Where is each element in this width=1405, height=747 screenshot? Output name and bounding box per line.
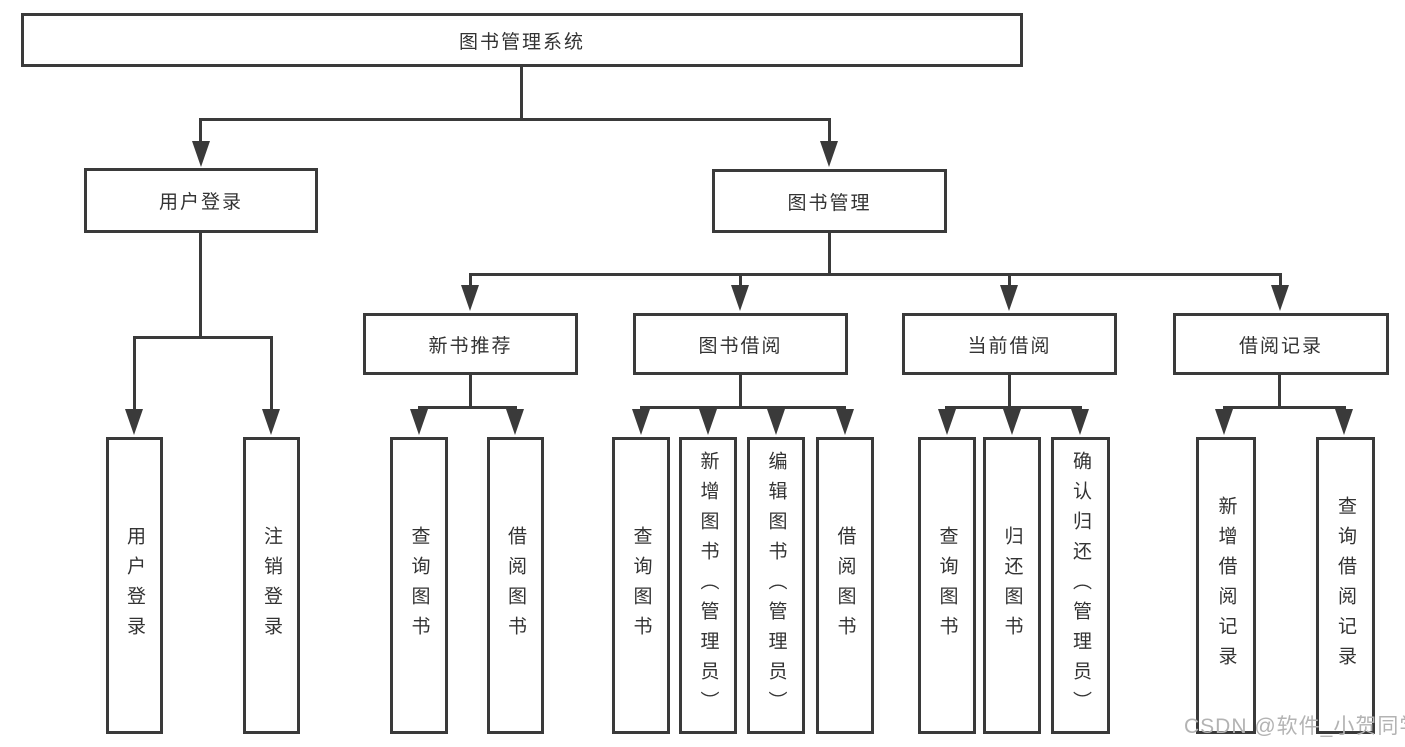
- arrow-down-icon: [1000, 285, 1018, 311]
- arrow-down-icon: [731, 285, 749, 311]
- leaf-borrow-books-recommend: 借阅图书: [487, 437, 544, 734]
- connector-line: [640, 406, 846, 409]
- leaf-logout-label: 注销登录: [261, 525, 282, 646]
- leaf-query-borrow-record: 查询借阅记录: [1316, 437, 1375, 734]
- arrow-down-icon: [1271, 285, 1289, 311]
- arrow-down-icon: [767, 409, 785, 435]
- connector-line: [199, 233, 202, 336]
- leaf-return-books: 归还图书: [983, 437, 1041, 734]
- node-current-borrowing-label: 当前借阅: [967, 335, 1052, 357]
- node-book-management-label: 图书管理: [787, 192, 872, 214]
- leaf-borrow-books: 借阅图书: [816, 437, 874, 734]
- leaf-confirm-return-admin: 确认归还（管理员）: [1051, 437, 1110, 734]
- leaf-logout: 注销登录: [243, 437, 300, 734]
- connector-line: [470, 273, 1282, 276]
- node-new-book-recommend: 新书推荐: [363, 313, 578, 375]
- leaf-add-borrow-record-label: 新增借阅记录: [1215, 495, 1237, 676]
- connector-line: [133, 336, 136, 411]
- connector-line: [199, 118, 202, 143]
- connector-line: [1008, 273, 1011, 287]
- arrow-down-icon: [1215, 409, 1233, 435]
- arrow-down-icon: [1335, 409, 1353, 435]
- leaf-edit-books-admin: 编辑图书（管理员）: [747, 437, 805, 734]
- arrow-down-icon: [192, 141, 210, 167]
- arrow-down-icon: [938, 409, 956, 435]
- node-new-book-recommend-label: 新书推荐: [428, 335, 513, 357]
- leaf-confirm-return-admin-label: 确认归还（管理员）: [1070, 450, 1091, 721]
- connector-line: [828, 118, 831, 143]
- node-book-borrowing-label: 图书借阅: [698, 335, 783, 357]
- leaf-query-borrow-record-label: 查询借阅记录: [1335, 495, 1356, 676]
- node-borrowing-records: 借阅记录: [1173, 313, 1389, 375]
- arrow-down-icon: [1003, 409, 1021, 435]
- connector-line: [1278, 375, 1281, 408]
- connector-line: [739, 375, 742, 408]
- arrow-down-icon: [820, 141, 838, 167]
- connector-line: [270, 336, 273, 411]
- arrow-down-icon: [461, 285, 479, 311]
- connector-line: [1279, 273, 1282, 287]
- connector-line: [520, 67, 523, 118]
- leaf-query-books-recommend: 查询图书: [390, 437, 448, 734]
- leaf-add-books-admin-label: 新增图书（管理员）: [697, 450, 719, 721]
- connector-line: [199, 118, 831, 121]
- arrow-down-icon: [1071, 409, 1089, 435]
- leaf-user-login: 用户登录: [106, 437, 163, 734]
- connector-line: [739, 273, 742, 287]
- connector-line: [469, 273, 472, 287]
- node-user-login: 用户登录: [84, 168, 318, 233]
- node-user-login-label: 用户登录: [158, 192, 243, 213]
- leaf-edit-books-admin-label: 编辑图书（管理员）: [765, 450, 787, 721]
- node-borrowing-records-label: 借阅记录: [1238, 335, 1323, 357]
- arrow-down-icon: [410, 409, 428, 435]
- leaf-borrow-books-label: 借阅图书: [834, 525, 856, 646]
- node-library-system-label: 图书管理系统: [458, 31, 585, 53]
- leaf-query-books-borrowing-label: 查询图书: [630, 525, 652, 646]
- leaf-add-borrow-record: 新增借阅记录: [1196, 437, 1256, 734]
- leaf-return-books-label: 归还图书: [1001, 525, 1023, 646]
- leaf-user-login-label: 用户登录: [124, 525, 145, 646]
- connector-line: [469, 375, 472, 408]
- arrow-down-icon: [632, 409, 650, 435]
- arrow-down-icon: [506, 409, 524, 435]
- connector-line: [1008, 375, 1011, 408]
- leaf-add-books-admin: 新增图书（管理员）: [679, 437, 737, 734]
- node-current-borrowing: 当前借阅: [902, 313, 1117, 375]
- connector-line: [828, 233, 831, 273]
- node-library-system: 图书管理系统: [21, 13, 1023, 67]
- leaf-borrow-books-recommend-label: 借阅图书: [505, 525, 526, 646]
- leaf-query-books-current-label: 查询图书: [936, 525, 958, 646]
- leaf-query-books-current: 查询图书: [918, 437, 976, 734]
- watermark-text: CSDN @软件_小贺同学: [1184, 715, 1405, 738]
- connector-line: [133, 336, 273, 339]
- arrow-down-icon: [699, 409, 717, 435]
- arrow-down-icon: [125, 409, 143, 435]
- node-book-management: 图书管理: [712, 169, 947, 233]
- arrow-down-icon: [262, 409, 280, 435]
- arrow-down-icon: [836, 409, 854, 435]
- connector-line: [418, 406, 517, 409]
- connector-line: [945, 406, 1082, 409]
- node-book-borrowing: 图书借阅: [633, 313, 848, 375]
- leaf-query-books-recommend-label: 查询图书: [408, 525, 430, 646]
- connector-line: [1223, 406, 1346, 409]
- leaf-query-books-borrowing: 查询图书: [612, 437, 670, 734]
